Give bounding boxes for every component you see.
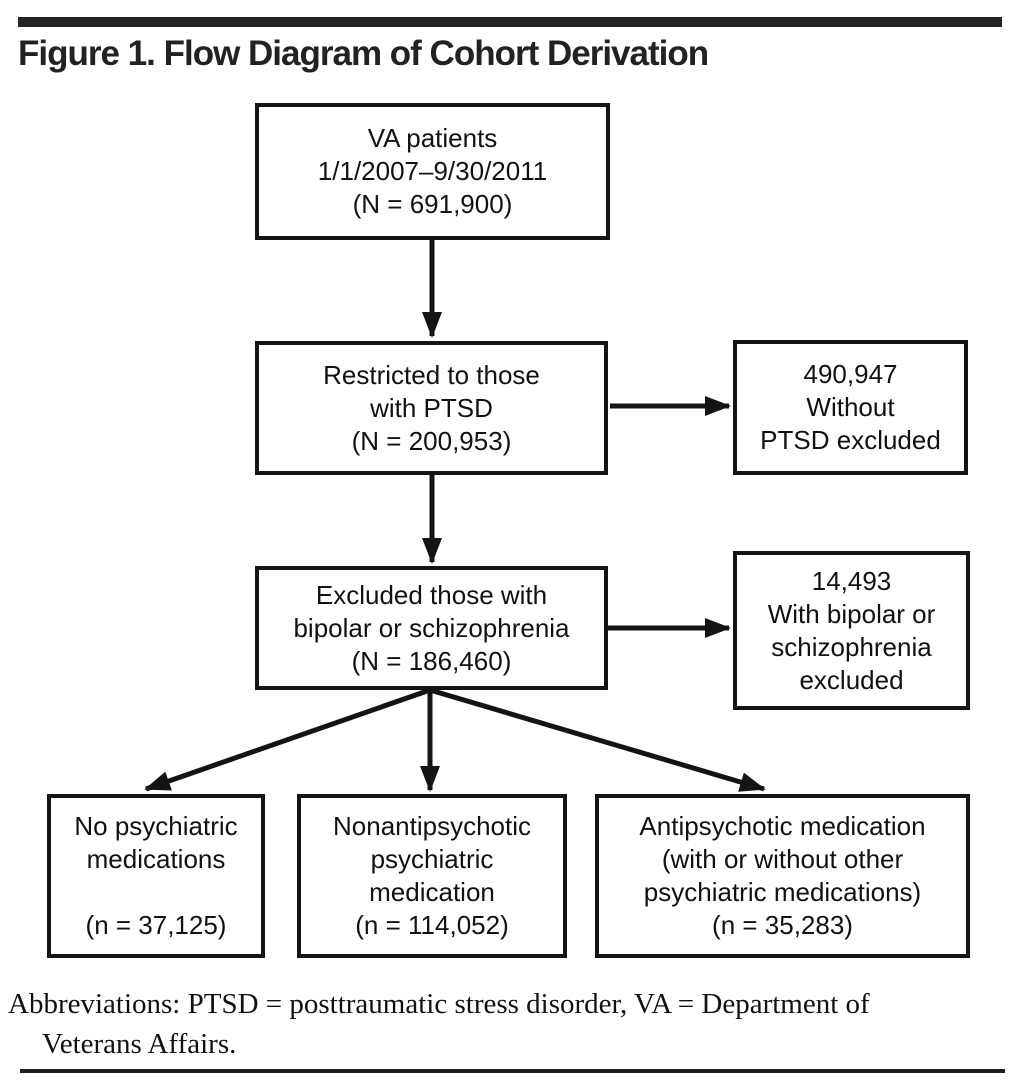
abbreviations-line: Abbreviations: PTSD = posttraumatic stre… — [8, 988, 870, 1020]
node-line: Excluded those with — [315, 579, 548, 610]
figure-title: Figure 1. Flow Diagram of Cohort Derivat… — [18, 34, 709, 73]
node-line: psychiatric — [370, 844, 494, 874]
node-line: (with or without other — [661, 844, 904, 874]
abbreviations-line: Veterans Affairs. — [42, 1028, 237, 1060]
node-line: (n = 114,052) — [355, 910, 509, 940]
arrow-fan-left — [144, 687, 431, 792]
node-line: (N = 200,953) — [351, 425, 512, 456]
node-line: 490,947 — [803, 359, 898, 389]
node-line: Nonantipsychotic — [333, 811, 531, 841]
bottom-rule — [20, 1069, 1005, 1073]
node-line: with PTSD — [370, 392, 493, 423]
node-no-psych-meds: No psychiatric medications (n = 37,125) — [47, 794, 265, 958]
node-line: Restricted to those — [323, 359, 540, 390]
node-line: bipolar or schizophrenia — [293, 612, 570, 643]
node-bipolar-excluded: 14,493 With bipolar or schizophrenia exc… — [733, 551, 970, 710]
node-line: (N = 186,460) — [351, 645, 512, 676]
node-excluded-bipolar: Excluded those with bipolar or schizophr… — [255, 566, 608, 690]
node-line: medication — [369, 877, 495, 907]
node-line: (N = 691,900) — [352, 189, 513, 219]
node-line: medications — [86, 844, 226, 874]
node-line: No psychiatric — [74, 811, 238, 841]
top-rule — [18, 17, 1002, 27]
node-antipsychotic: Antipsychotic medication (with or withou… — [595, 794, 970, 958]
arrow-fan-right — [429, 687, 766, 792]
node-line: 1/1/2007–9/30/2011 — [317, 156, 548, 186]
node-line: schizophrenia — [771, 631, 932, 662]
node-line: 14,493 — [811, 565, 892, 596]
node-va-patients: VA patients 1/1/2007–9/30/2011 (N = 691,… — [255, 103, 610, 240]
abbreviations-note: Abbreviations: PTSD = posttraumatic stre… — [8, 984, 870, 1064]
node-line: (n = 37,125) — [85, 910, 227, 940]
node-line: With bipolar or — [767, 598, 936, 629]
node-line: excluded — [799, 664, 904, 695]
node-without-ptsd-excluded: 490,947 Without PTSD excluded — [733, 340, 968, 475]
node-line: Antipsychotic medication — [639, 811, 926, 841]
node-line: Without — [806, 392, 895, 422]
node-line: PTSD excluded — [760, 425, 941, 455]
node-line: psychiatric medications) — [643, 877, 922, 907]
node-line: VA patients — [367, 123, 498, 153]
node-nonantipsychotic: Nonantipsychotic psychiatric medication … — [297, 794, 567, 958]
node-restricted-ptsd: Restricted to those with PTSD (N = 200,9… — [255, 341, 608, 475]
node-line: (n = 35,283) — [712, 910, 853, 940]
